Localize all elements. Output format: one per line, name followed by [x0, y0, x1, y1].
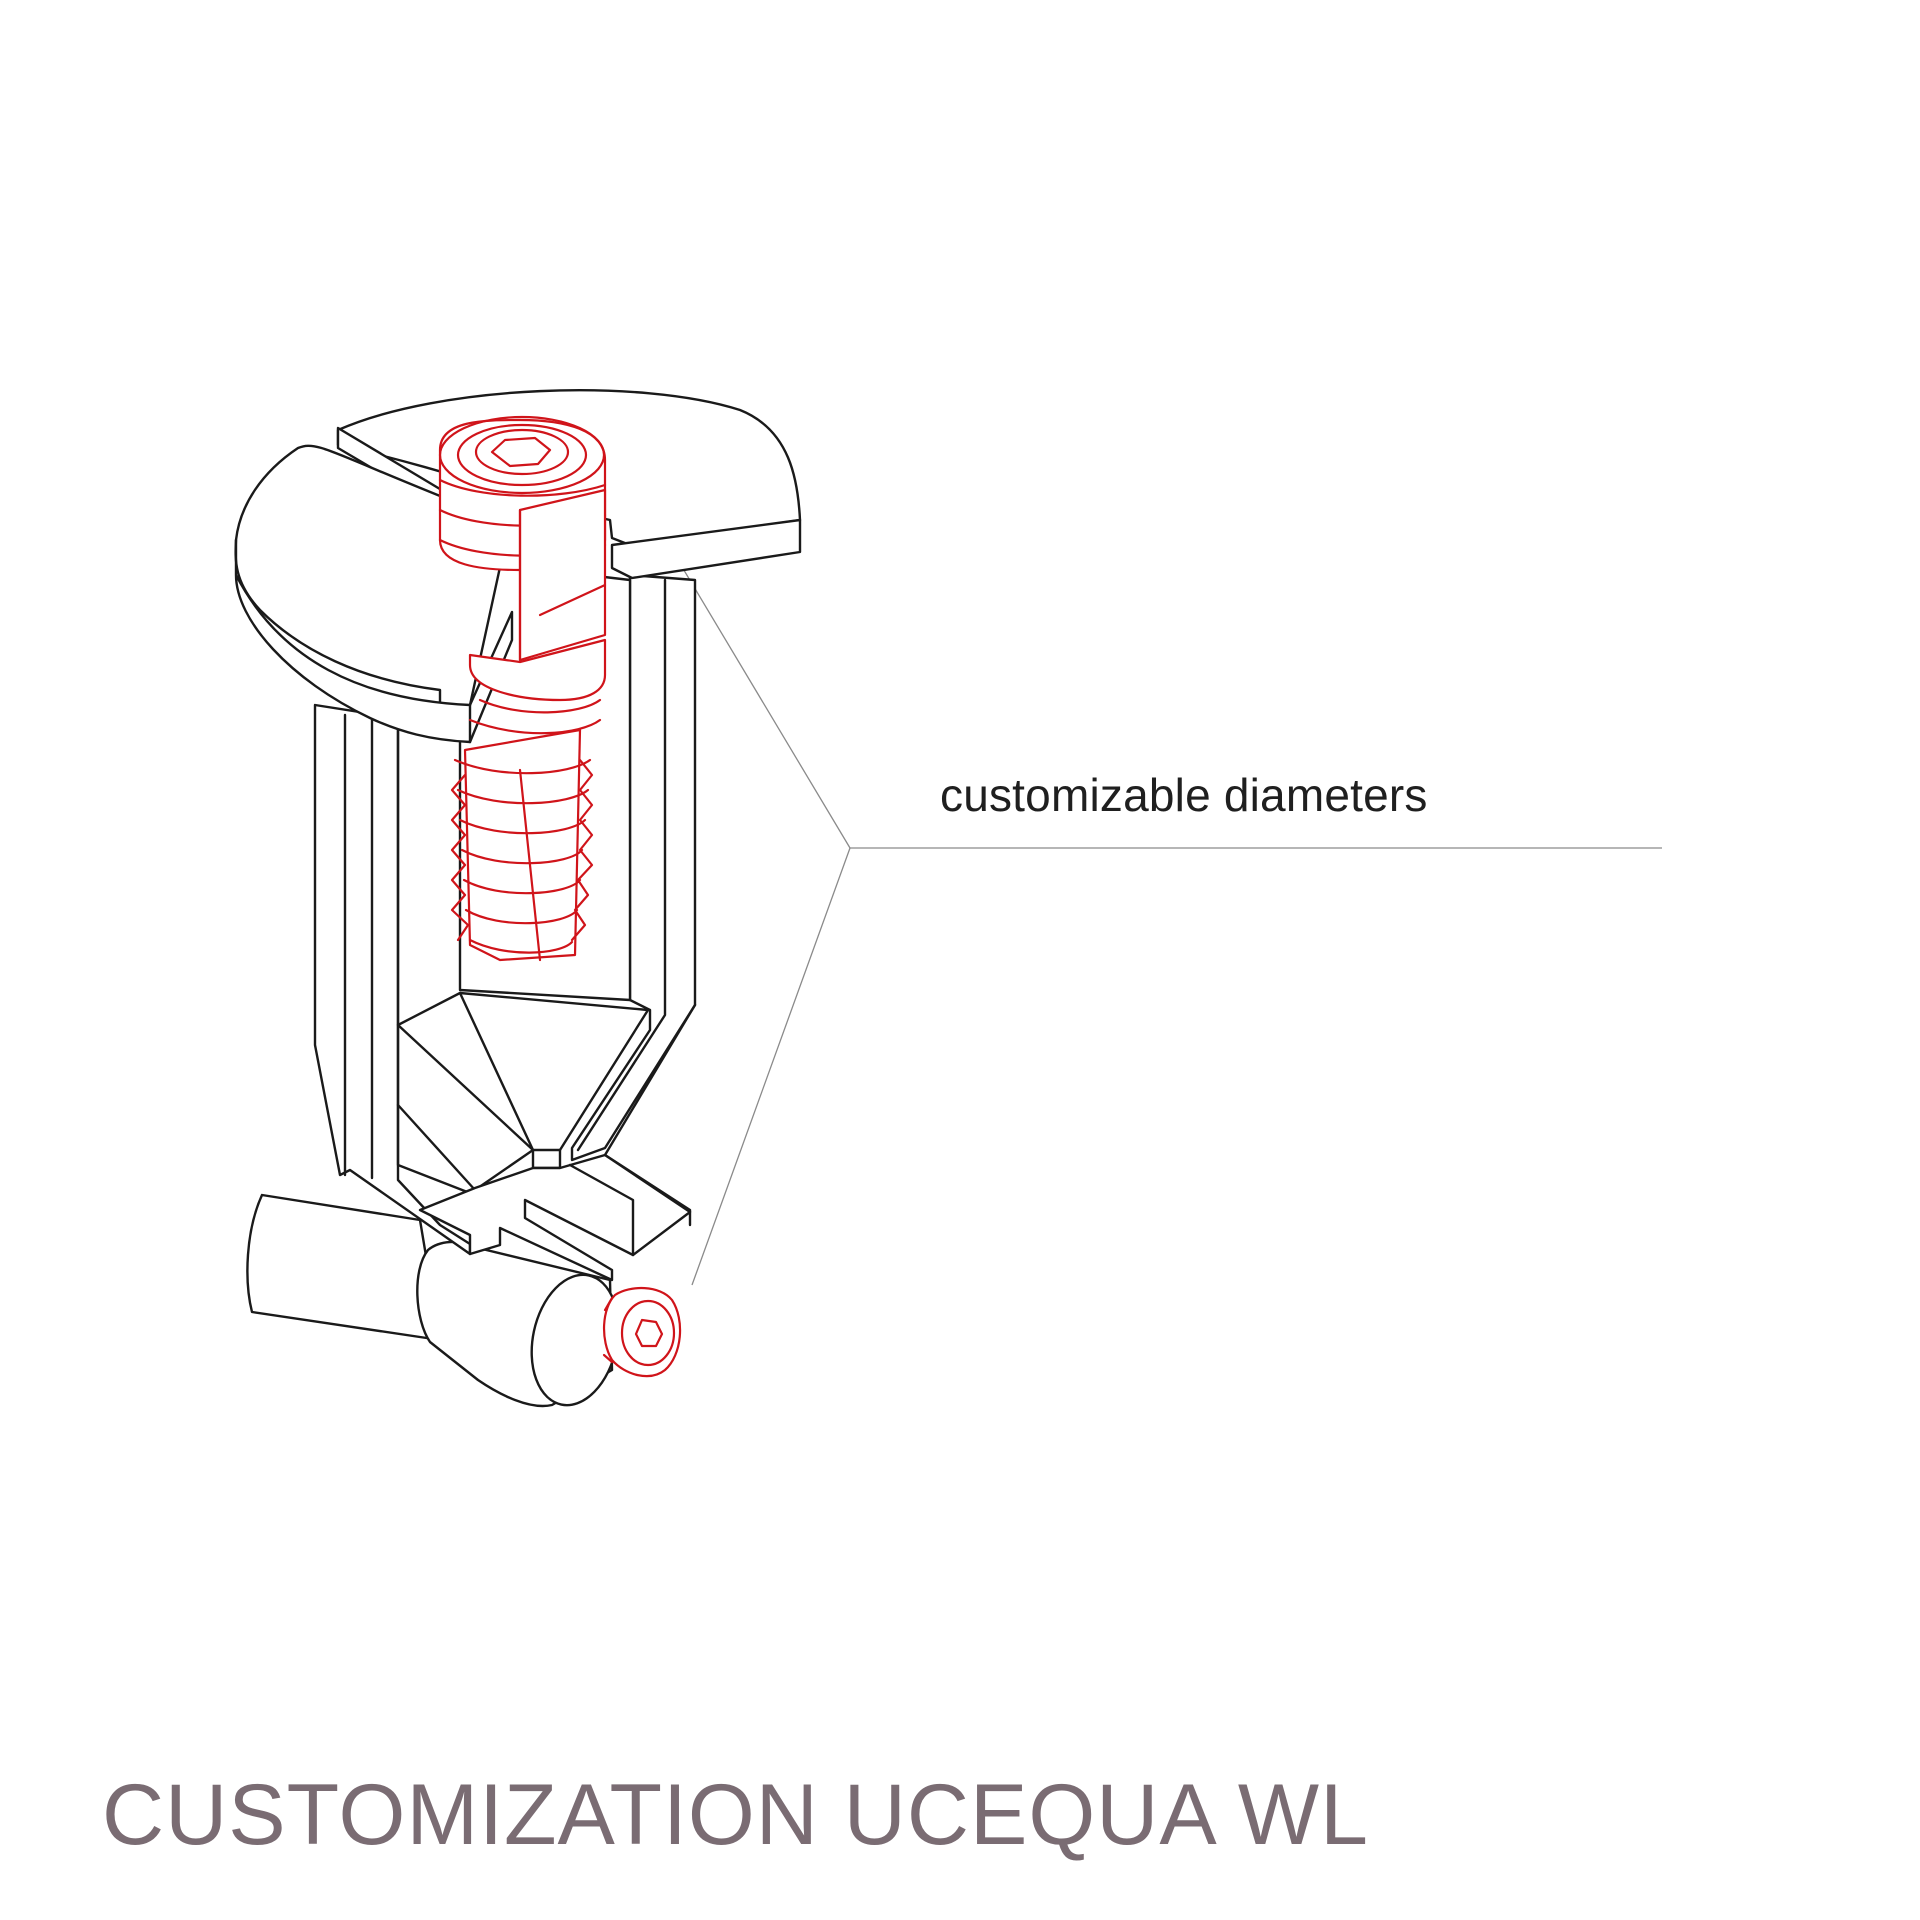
hex-socket-screw-icon — [602, 1286, 682, 1378]
frame-bottom-bracket — [418, 1153, 692, 1282]
jaw-right-edge — [610, 518, 802, 580]
leader-lines — [641, 499, 1662, 1286]
leader-line-lower — [691, 847, 851, 1286]
callout-label: customizable diameters — [940, 769, 1428, 821]
small-screw-head — [602, 1286, 682, 1378]
rod-left-part — [246, 1193, 442, 1342]
bottom-barrel — [246, 1193, 620, 1408]
hex-socket — [490, 436, 552, 468]
frame-left-leg — [313, 703, 472, 1256]
jaw-left-rim — [234, 538, 472, 744]
frame-funnel — [396, 991, 650, 1152]
threaded-screw-icon — [438, 415, 607, 962]
screw-shank — [463, 728, 582, 962]
page-title: CUSTOMIZATION UCEQUA WL — [102, 1767, 1369, 1863]
